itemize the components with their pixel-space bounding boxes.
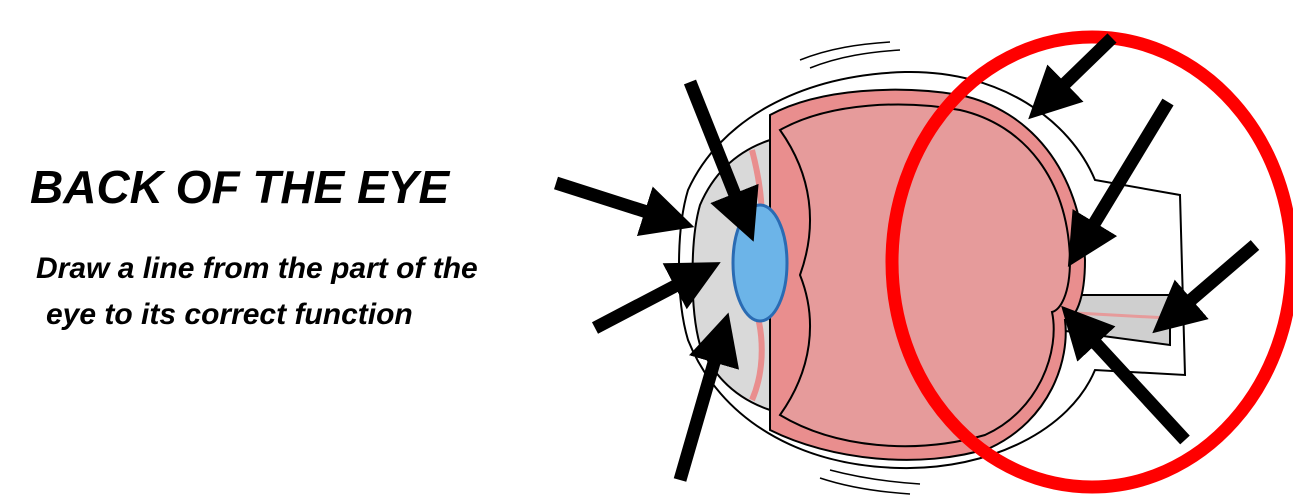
eyelid-line [830,470,920,484]
arrow-to-sclera [1045,38,1112,103]
lens [733,205,787,321]
arrow-title-to-cornea [556,183,672,220]
eyelid-line [820,478,910,494]
